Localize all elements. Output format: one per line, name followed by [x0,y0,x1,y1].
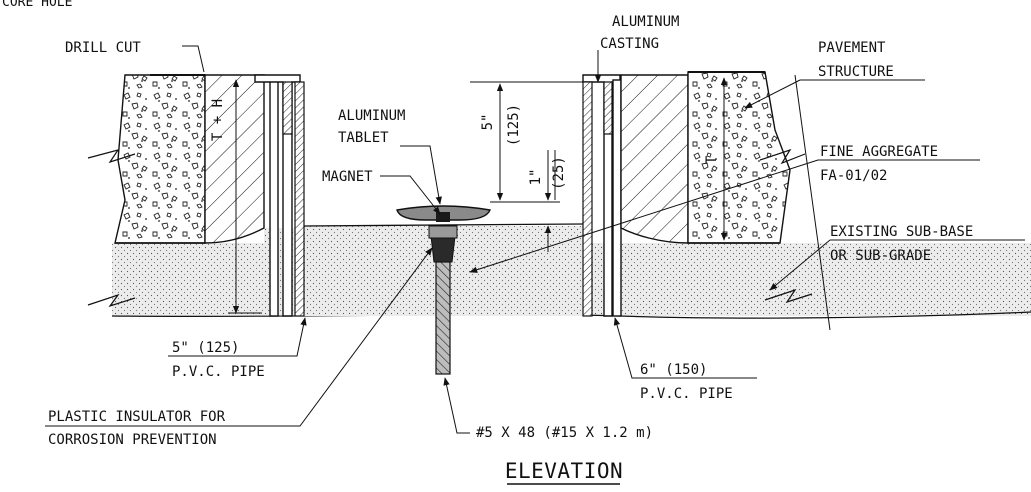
left-break-line-top [87,149,136,164]
label-insulator-2: CORROSION PREVENTION [48,432,217,448]
left-break-line-bottom [87,293,136,308]
right-break-line-top [759,148,806,165]
dim-125: (125) [506,104,522,146]
label-aluminum-tablet-2: TABLET [338,130,389,146]
right-pvc-pipe-6 [612,79,622,317]
right-break-line-bottom [764,288,813,304]
label-pipe5-2: P.V.C. PIPE [172,364,265,380]
monument-assembly [396,205,491,375]
label-pavement-1: PAVEMENT [818,40,886,56]
label-aluminum-casting-1: ALUMINUM [612,14,679,30]
label-aluminum-casting-2: CASTING [600,36,659,52]
plastic-insulator [430,235,456,263]
core-hole-label: CORE HOLE [2,0,72,10]
dim-t: T [704,155,720,164]
dimension-5in: 5" (125) [470,81,600,201]
right-edge-line [794,74,831,331]
label-pipe5-1: 5" (125) [172,340,239,356]
dim-t-plus-h: T + H [210,99,226,141]
dim-25: (25) [551,156,567,190]
right-pavement [687,71,791,244]
label-fine-aggregate-1: FINE AGGREGATE [820,144,938,160]
label-subbase-2: OR SUB-GRADE [830,248,931,264]
dim-5in: 5" [480,114,496,131]
left-pavement [114,74,206,244]
leader-lines [45,45,1025,434]
label-pipe6-1: 6" (150) [640,362,707,378]
dimension-t-plus-h: T + H [210,79,262,314]
label-pavement-2: STRUCTURE [818,64,894,80]
page-title: ELEVATION [505,459,623,483]
label-insulator-1: PLASTIC INSULATOR FOR [48,409,226,425]
left-pvc-pipe-5 [269,79,279,317]
dimension-1in: 1" (25) [490,150,567,252]
label-rebar: #5 X 48 (#15 X 1.2 m) [476,425,653,441]
dim-1in: 1" [528,169,544,186]
rebar-rod [435,261,451,375]
label-magnet: MAGNET [322,169,373,185]
dimension-t: T [704,77,728,241]
label-pipe6-2: P.V.C. PIPE [640,386,733,402]
label-fine-aggregate-2: FA-01/02 [820,168,887,184]
right-drill-cut [620,74,689,244]
magnet [436,212,450,222]
label-subbase-1: EXISTING SUB-BASE [830,224,973,240]
label-aluminum-tablet-1: ALUMINUM [338,108,405,124]
label-drill-cut: DRILL CUT [65,40,141,56]
left-aluminum-casting [254,74,305,317]
